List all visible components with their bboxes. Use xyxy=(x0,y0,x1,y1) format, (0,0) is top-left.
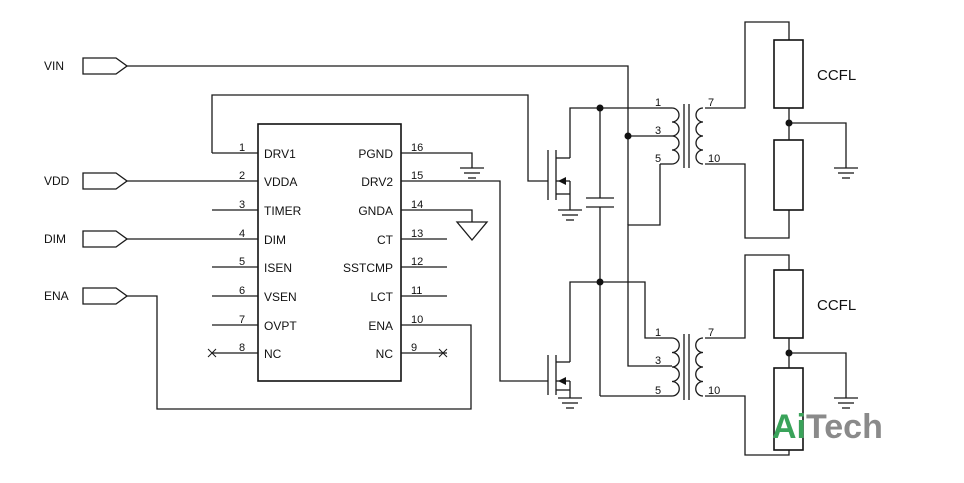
ccfl-label: CCFL xyxy=(817,67,856,84)
pin-name: ENA xyxy=(368,319,393,333)
pin-name: TIMER xyxy=(264,204,302,218)
input-connector-ena: ENA xyxy=(44,287,129,305)
ground-symbol-gnda xyxy=(455,221,489,242)
no-connect-mark-pin9 xyxy=(438,348,448,358)
input-label-dim: DIM xyxy=(44,232,66,246)
transformer-pin: 5 xyxy=(655,153,661,165)
pin-name: VDDA xyxy=(264,175,297,189)
transformer-pin: 7 xyxy=(708,97,714,109)
pin-name: ISEN xyxy=(264,261,292,275)
ic-body xyxy=(257,123,402,382)
pin-name: CT xyxy=(377,233,394,247)
mosfet-lower xyxy=(547,355,582,409)
mosfet-upper xyxy=(547,150,582,221)
logo-part-tech: Tech xyxy=(806,408,883,446)
ic-left-pin-stubs xyxy=(207,152,258,358)
pin-number: 5 xyxy=(239,256,245,268)
pin-name: GNDA xyxy=(358,204,393,218)
transformer-pin: 3 xyxy=(655,125,661,137)
logo-part-ai: Ai xyxy=(772,408,806,446)
pin-name: DIM xyxy=(264,233,286,247)
transformer-pin: 5 xyxy=(655,385,661,397)
pin-name: LCT xyxy=(370,290,393,304)
pin-number: 10 xyxy=(411,314,423,326)
pin-name: NC xyxy=(376,347,394,361)
pin-number: 3 xyxy=(239,199,245,211)
input-label-vin: VIN xyxy=(44,59,64,73)
input-connector-dim: DIM xyxy=(44,230,129,248)
ic-right-pin-stubs xyxy=(401,152,448,358)
transformer-1: 1 3 5 7 10 xyxy=(655,97,720,168)
junction-dots xyxy=(596,104,793,357)
aitech-logo: AiTech xyxy=(772,408,883,446)
transformer-pin: 10 xyxy=(708,153,720,165)
pin-number: 15 xyxy=(411,170,423,182)
pin-number: 16 xyxy=(411,142,423,154)
transformer-pin: 7 xyxy=(708,327,714,339)
pin-number: 8 xyxy=(239,342,245,354)
input-connector-vin: VIN xyxy=(44,57,129,75)
pin-number: 9 xyxy=(411,342,417,354)
ccfl-lamp-2: CCFL xyxy=(773,269,856,451)
pin-number: 13 xyxy=(411,228,423,240)
pin-number: 12 xyxy=(411,256,423,268)
pin-number: 7 xyxy=(239,314,245,326)
ground-symbol-ccfl1 xyxy=(834,167,858,179)
svg-text:AiTech: AiTech xyxy=(772,408,883,446)
ic-right-pin-labels: 16 15 14 13 12 11 10 9 PGND DRV2 GNDA CT… xyxy=(343,142,423,361)
pin-name: DRV1 xyxy=(264,147,296,161)
pin-number: 4 xyxy=(239,228,245,240)
pin-number: 2 xyxy=(239,170,245,182)
pin-number: 11 xyxy=(411,285,422,297)
input-connector-vdd: VDD xyxy=(44,172,129,190)
input-label-vdd: VDD xyxy=(44,174,70,188)
pin-number: 6 xyxy=(239,285,245,297)
wires xyxy=(127,21,847,456)
pin-name: SSTCMP xyxy=(343,261,393,275)
capacitor xyxy=(586,197,614,208)
pin-number: 14 xyxy=(411,199,423,211)
ground-symbol-pgnd xyxy=(460,167,484,179)
ground-symbol-ccfl2 xyxy=(834,397,858,409)
no-connect-mark-pin8 xyxy=(207,348,217,358)
pin-name: NC xyxy=(264,347,282,361)
transformer-2: 1 3 5 7 10 xyxy=(655,327,720,400)
transformer-pin: 1 xyxy=(655,327,661,339)
pin-number: 1 xyxy=(239,142,245,154)
pin-name: DRV2 xyxy=(361,175,393,189)
input-label-ena: ENA xyxy=(44,289,69,303)
ic-left-pin-labels: 1 2 3 4 5 6 7 8 DRV1 VDDA TIMER DIM ISEN… xyxy=(239,142,302,361)
transformer-pin: 3 xyxy=(655,355,661,367)
ccfl-lamp-1: CCFL xyxy=(773,39,856,211)
ccfl-label: CCFL xyxy=(817,297,856,314)
transformer-pin: 1 xyxy=(655,97,661,109)
pin-name: PGND xyxy=(358,147,393,161)
pin-name: OVPT xyxy=(264,319,297,333)
transformer-pin: 10 xyxy=(708,385,720,397)
pin-name: VSEN xyxy=(264,290,297,304)
